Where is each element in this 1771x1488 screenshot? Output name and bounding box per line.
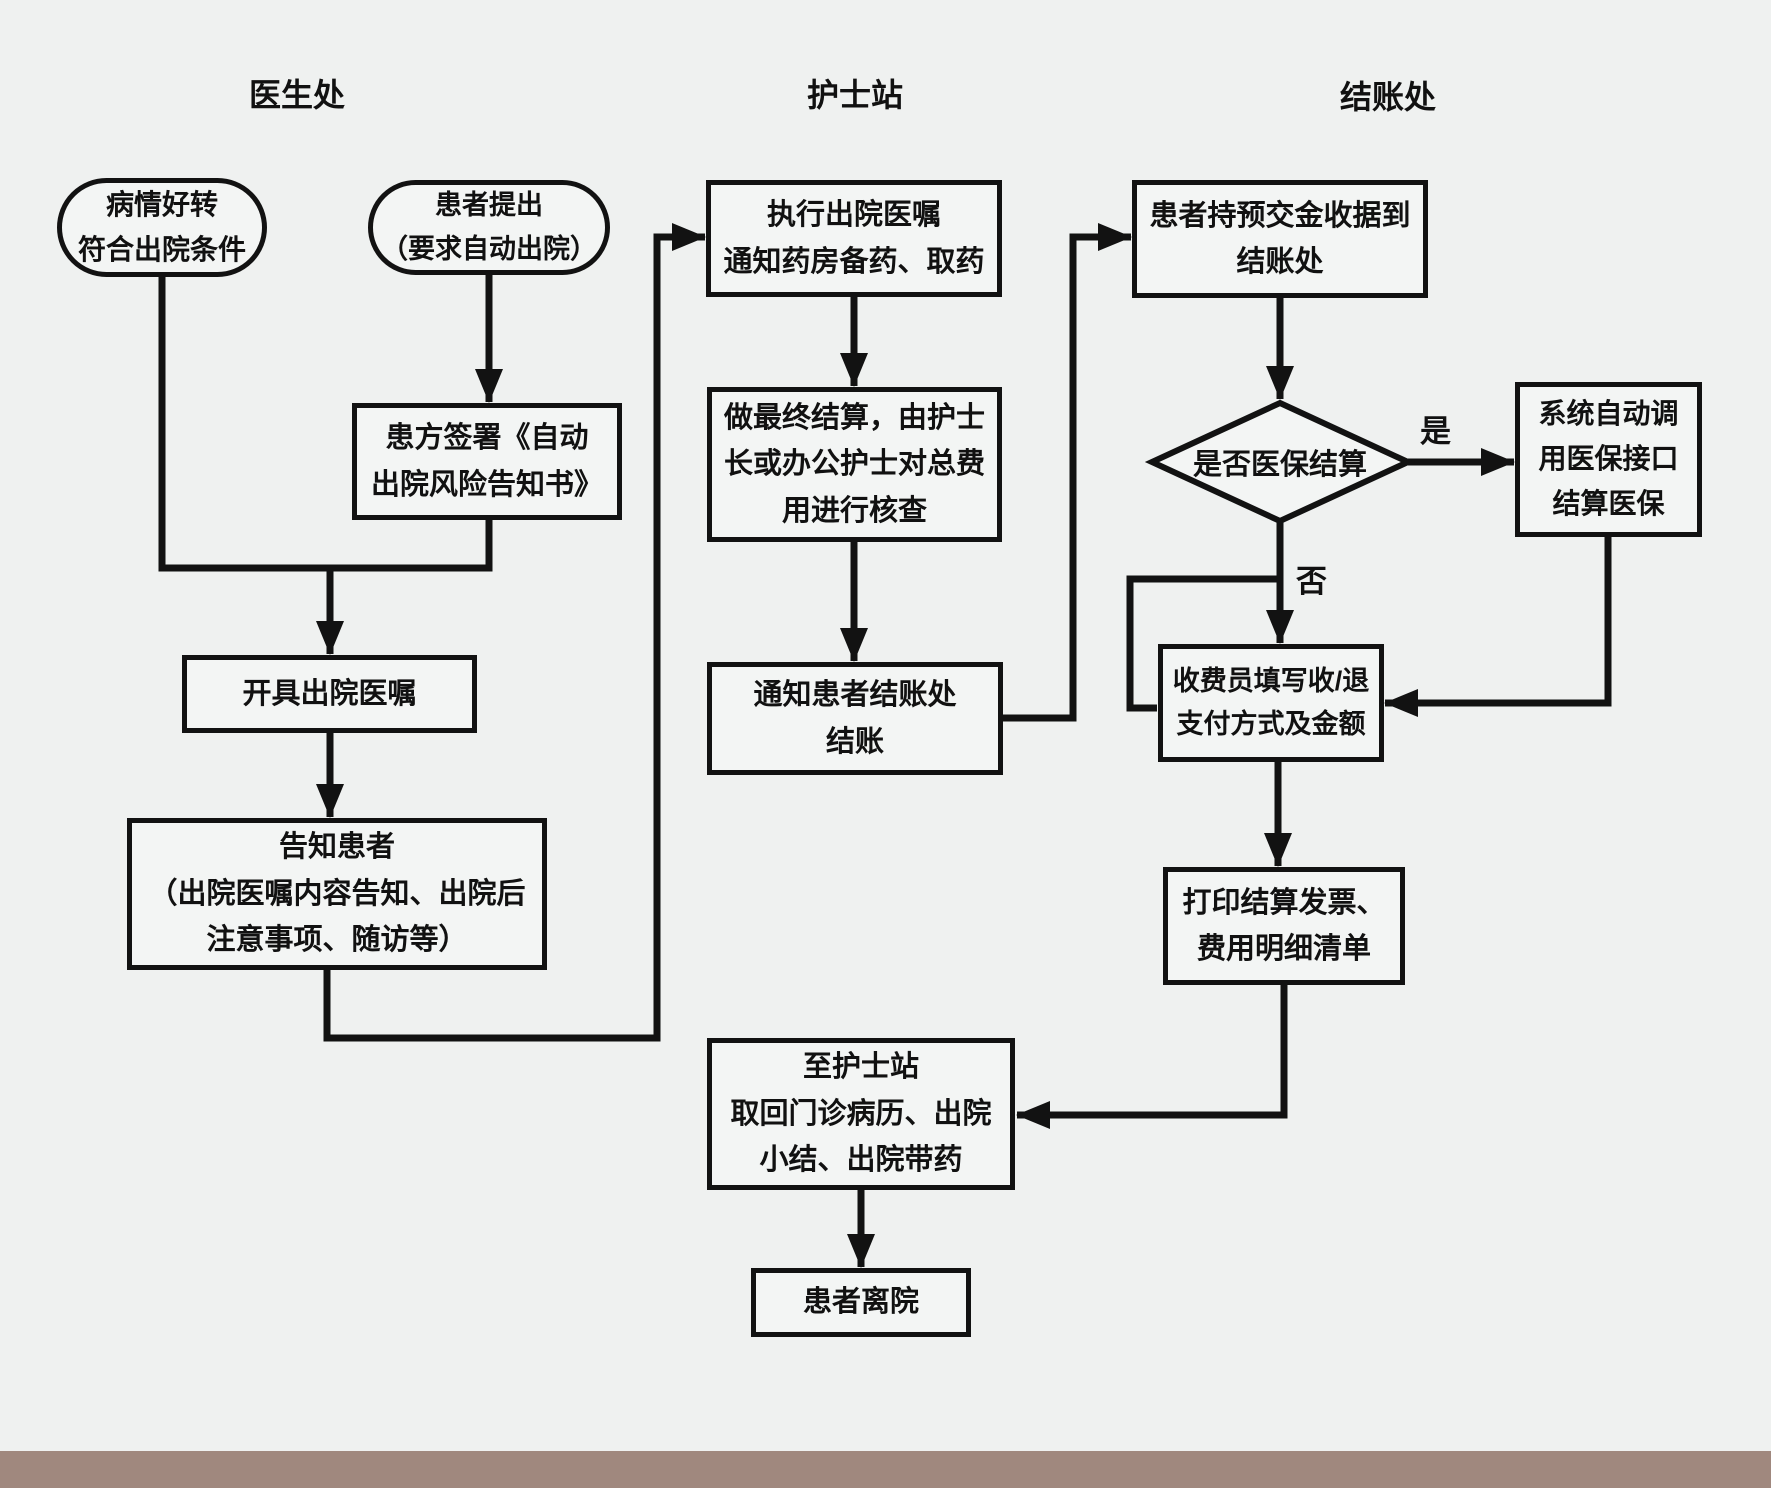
edge-insurance-to-cashier	[1384, 537, 1612, 717]
edge-inform-to-execute	[323, 223, 706, 1042]
node-inform-patient: 告知患者 （出院医嘱内容告知、出院后 注意事项、随访等）	[127, 818, 547, 970]
node-condition-improved: 病情好转 符合出院条件	[57, 178, 267, 277]
node-patient-with-receipt: 患者持预交金收据到 结账处	[1132, 180, 1428, 298]
node-print-invoice: 打印结算发票、 费用明细清单	[1163, 867, 1405, 985]
column-header-doctor: 医生处	[248, 77, 345, 113]
node-final-settlement: 做最终结算，由护士 长或办公护士对总费 用进行核查	[707, 387, 1002, 542]
node-insurance-decision-label: 是否医保结算	[1192, 449, 1367, 481]
node-sign-risk-notice: 患方签署《自动 出院风险告知书》	[352, 403, 622, 520]
column-header-checkout: 结账处	[1339, 79, 1436, 115]
node-notify-patient-checkout: 通知患者结账处 结账	[707, 662, 1003, 775]
column-header-nurse: 护士站	[806, 77, 903, 113]
edge-print-to-nurse-station	[1016, 985, 1288, 1129]
label-yes: 是	[1420, 414, 1451, 449]
node-cashier-fill: 收费员填写收/退 支付方式及金额	[1158, 644, 1384, 762]
insurance-decision-diamond	[1144, 399, 1416, 525]
node-patient-leave: 患者离院	[751, 1268, 971, 1337]
node-patient-request: 患者提出 （要求自动出院）	[368, 180, 610, 275]
node-issue-discharge-order: 开具出院医嘱	[182, 655, 477, 733]
node-execute-order: 执行出院医嘱 通知药房备药、取药	[706, 180, 1002, 297]
node-to-nurse-station: 至护士站 取回门诊病历、出院 小结、出院带药	[707, 1038, 1015, 1190]
edge-no-loop	[1126, 575, 1280, 712]
label-no: 否	[1296, 564, 1327, 599]
node-system-insurance: 系统自动调 用医保接口 结算医保	[1515, 382, 1702, 537]
edge-doctor-join	[158, 277, 493, 572]
bottom-bar	[0, 1451, 1771, 1488]
edge-notify-to-receipt	[1003, 223, 1132, 722]
